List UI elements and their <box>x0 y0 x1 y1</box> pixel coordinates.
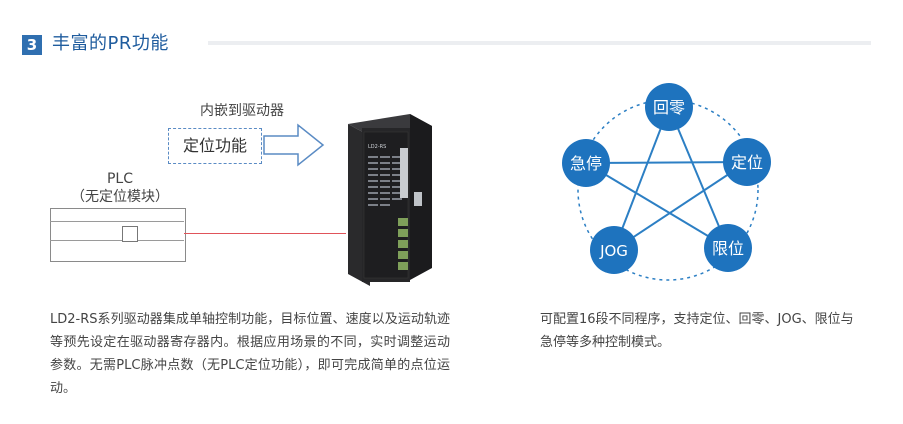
star-line <box>613 161 748 251</box>
node-emergency-stop: 急停 <box>570 154 602 173</box>
node-circle <box>723 138 771 186</box>
star-line <box>613 106 670 251</box>
plc-label-line1: PLC <box>106 171 134 187</box>
embed-label: 内嵌到驱动器 <box>200 103 284 119</box>
plc-divider-bottom <box>50 240 184 241</box>
node-circle <box>562 139 610 187</box>
dotted-circle <box>577 99 759 281</box>
node-circle <box>590 226 638 274</box>
node-limit: 限位 <box>712 239 744 258</box>
plc-module <box>50 208 186 262</box>
signal-line <box>184 233 346 234</box>
star-line <box>585 161 748 164</box>
plc-slot <box>122 226 138 242</box>
node-circle <box>645 83 693 131</box>
description-left: LD2-RS系列驱动器集成单轴控制功能，目标位置、速度以及运动轨迹等预先设定在驱… <box>50 312 450 396</box>
node-positioning: 定位 <box>731 153 763 172</box>
servo-driver-image: LD2-RS <box>348 114 432 286</box>
description-right: 可配置16段不同程序，支持定位、回零、JOG、限位与急停等多种控制模式。 <box>540 312 854 350</box>
star-line <box>585 162 729 249</box>
pr-mode-star-diagram: 回零 定位 限位 JOG 急停 <box>562 83 771 281</box>
node-jog: JOG <box>599 242 628 260</box>
node-homing: 回零 <box>653 98 685 117</box>
plc-label: PLC （无定位模块） <box>70 170 170 206</box>
node-circle <box>704 224 752 272</box>
title-divider <box>208 41 871 45</box>
driver-model-text: LD2-RS <box>368 144 386 150</box>
function-box: 定位功能 <box>168 128 262 164</box>
section-title: 丰富的PR功能 <box>52 33 169 54</box>
plc-divider-top <box>50 221 184 222</box>
section-number-badge: 3 <box>22 35 42 55</box>
plc-label-line2: （无定位模块） <box>71 189 169 205</box>
right-arrow-icon <box>263 123 325 167</box>
star-line <box>668 106 729 249</box>
